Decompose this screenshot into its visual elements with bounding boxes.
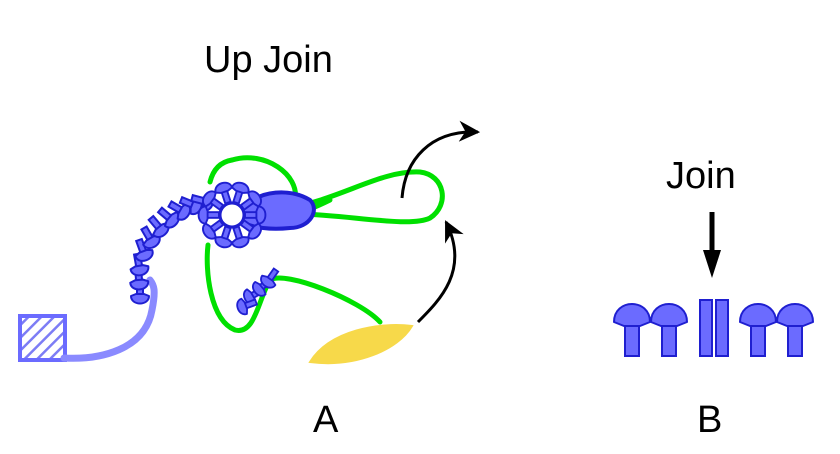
- cluster-subunit: [236, 297, 259, 316]
- chain-subunit: [156, 206, 180, 229]
- ring-subunit: [239, 190, 262, 211]
- ring-subunit: [231, 225, 250, 249]
- row-subunit: [776, 303, 814, 357]
- ring-subunit: [197, 205, 220, 225]
- anchor-tail: [60, 276, 158, 362]
- lower-subunit-cluster: [236, 267, 280, 316]
- curved-arrow-exit: [400, 120, 481, 199]
- ring-subunit: [202, 190, 225, 211]
- curved-arrow-up: [416, 220, 464, 324]
- ring-subunit: [239, 219, 262, 240]
- subunit-chain: [129, 191, 215, 305]
- subunit-row: [613, 299, 814, 357]
- row-subunit: [650, 303, 688, 357]
- chain-subunit: [140, 225, 161, 250]
- join-arrow: [703, 212, 721, 278]
- row-subunit: [739, 303, 777, 357]
- row-subunit: [613, 303, 651, 357]
- row-bar: [699, 299, 713, 357]
- panel-b-title: Join: [666, 155, 736, 197]
- ring-subunit: [214, 181, 233, 205]
- panel-a-title: Up Join: [204, 39, 333, 81]
- ring-subunit: [202, 219, 225, 240]
- row-bar: [715, 299, 729, 357]
- ring-subunit: [244, 205, 267, 225]
- ring-subunit: [214, 225, 233, 249]
- yellow-body: [308, 324, 414, 365]
- chain-subunit: [134, 237, 154, 262]
- panel-b-label: B: [697, 399, 722, 441]
- ring-subunit: [231, 181, 250, 205]
- cluster-subunit: [260, 267, 280, 289]
- chain-subunit: [167, 200, 192, 221]
- anchor-block: [18, 314, 67, 362]
- panel-a-label: A: [313, 399, 339, 441]
- central-ring-complex: [197, 181, 267, 249]
- ring-core: [218, 201, 246, 229]
